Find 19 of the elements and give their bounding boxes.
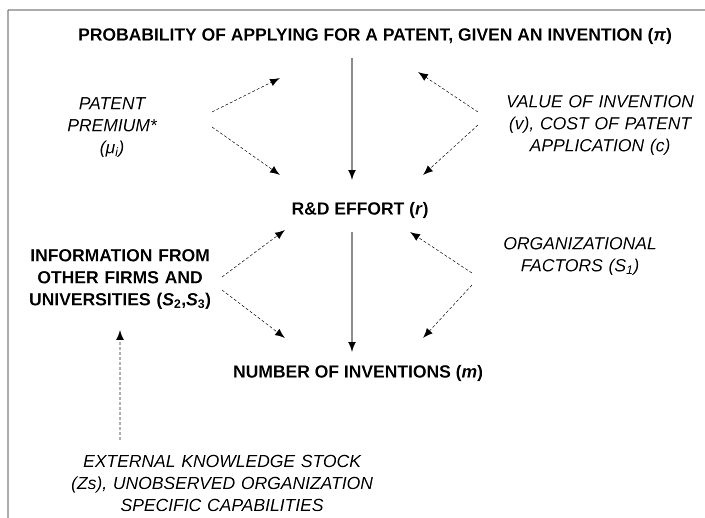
variable-label: VALUE OF INVENTION (v), COST OF PATENT APPLICATION (c) xyxy=(508,95,694,155)
title-label: PROBABILITY OF APPLYING FOR A PATENT, GIVEN AN INVENTION (π) xyxy=(79,28,671,44)
arrow xyxy=(410,232,472,274)
variable-label: ORGANIZATIONAL FACTORS (S$_{1}$) xyxy=(504,237,656,275)
arrow xyxy=(418,72,478,112)
arrow xyxy=(222,290,284,338)
arrow xyxy=(424,284,472,338)
variable-label: PATENT PREMIUM* (μ$_{i}$) xyxy=(68,97,158,157)
arrow xyxy=(222,230,284,278)
arrow xyxy=(348,58,356,179)
arrow xyxy=(212,126,280,175)
variable-label: EXTERNAL KNOWLEDGE STOCK (Zs), UNOBSERVED ORGANIZATION SPECIFIC CAPABILITIES xyxy=(72,454,373,512)
variable-label: R&D EFFORT (r) xyxy=(292,202,428,218)
variable-label: INFORMATION FROM OTHER FIRMS AND UNIVERSITIES (S$_{2}$,S$_{3}$) xyxy=(30,249,210,309)
arrow xyxy=(116,330,124,440)
arrow xyxy=(424,124,478,175)
arrow xyxy=(212,78,280,112)
arrow xyxy=(348,232,356,351)
variable-label: NUMBER OF INVENTIONS (m) xyxy=(234,364,482,382)
